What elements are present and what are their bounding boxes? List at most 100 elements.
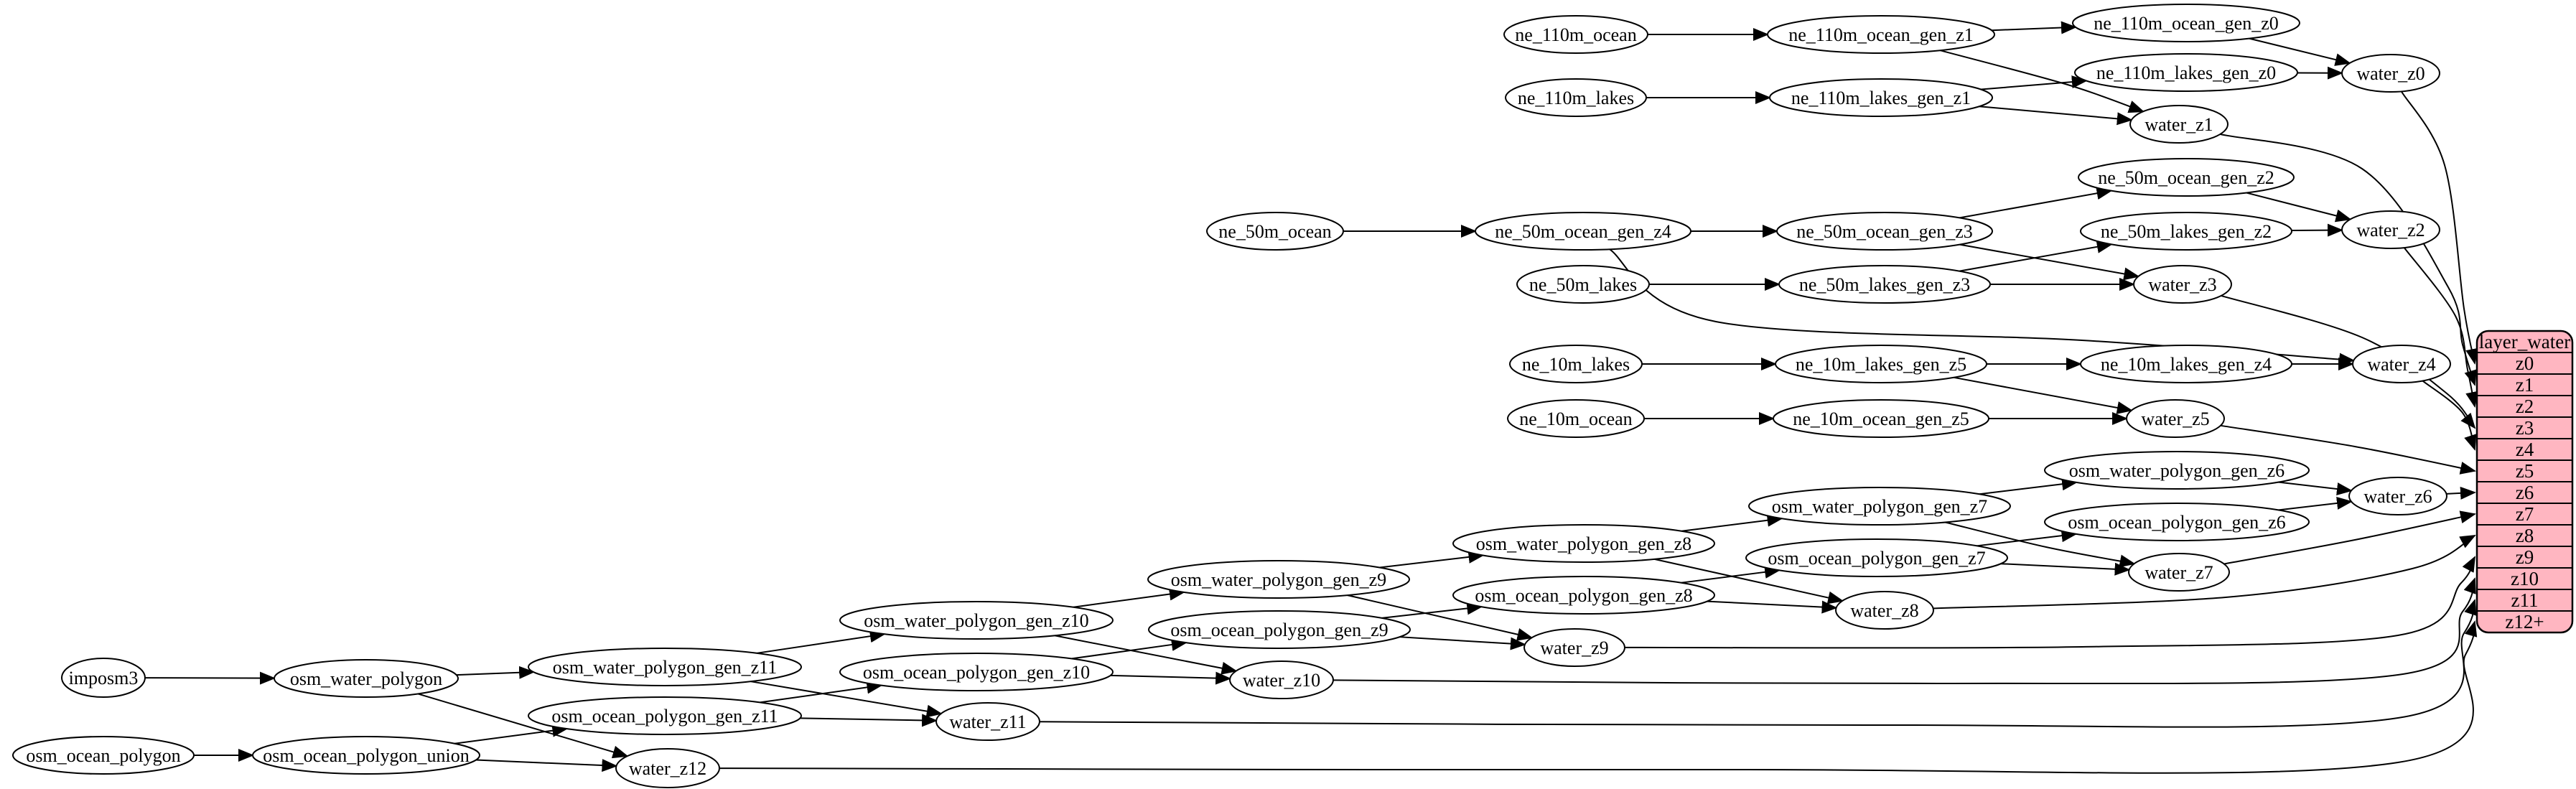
node-osm_water_polygon_gen_z11-label: osm_water_polygon_gen_z11 — [553, 657, 777, 678]
node-ne_10m_lakes_gen_z4-shape — [2080, 345, 2292, 383]
node-osm_ocean_polygon_gen_z8-label: osm_ocean_polygon_gen_z8 — [1475, 585, 1692, 606]
edge-osm_ocean_polygon_gen_z7-to-osm_ocean_polygon_gen_z6 — [1977, 529, 2078, 547]
node-ne_110m_ocean_gen_z1: ne_110m_ocean_gen_z1 — [1767, 15, 1995, 54]
edge-water_z4-to-layer-water-row-z4 — [2422, 380, 2477, 451]
edge-osm_ocean_polygon_union-to-osm_ocean_polygon_gen_z11 — [454, 724, 569, 744]
node-osm_water_polygon_gen_z6: osm_water_polygon_gen_z6 — [2044, 451, 2310, 490]
node-water_z5-label: water_z5 — [2141, 408, 2209, 429]
node-osm_water_polygon_gen_z10: osm_water_polygon_gen_z10 — [839, 601, 1114, 640]
edge-osm_water_polygon_gen_z7-to-water_z7 — [1945, 521, 2136, 568]
edge-osm_water_polygon_gen_z10-to-osm_water_polygon_gen_z9 — [1073, 587, 1185, 608]
node-water_z1: water_z1 — [2129, 105, 2229, 144]
edge-osm_ocean_polygon_gen_z10-to-osm_ocean_polygon_gen_z9 — [1071, 638, 1187, 660]
node-ne_50m_ocean_gen_z2-label: ne_50m_ocean_gen_z2 — [2098, 167, 2274, 188]
node-ne_50m_lakes_gen_z3: ne_50m_lakes_gen_z3 — [1778, 265, 1991, 304]
edge-water_z10-to-layer-water-row-z10 — [1333, 577, 2476, 685]
node-ne_50m_ocean-shape — [1206, 212, 1344, 251]
node-water_z8-shape — [1835, 591, 1934, 630]
node-ne_10m_lakes-shape — [1509, 345, 1643, 383]
layer-water-table: layer_waterz0z1z2z3z4z5z6z7z8z9z10z11z12… — [2475, 330, 2574, 634]
node-osm_ocean_polygon_gen_z7-shape — [1745, 538, 2008, 577]
edge-osm_water_polygon_gen_z7-to-osm_water_polygon_gen_z6 — [1979, 477, 2078, 495]
node-ne_10m_lakes-label: ne_10m_lakes — [1522, 354, 1630, 375]
edge-water_z9-to-layer-water-row-z9 — [1624, 556, 2475, 649]
edge-osm_ocean_polygon_gen_z9-to-osm_ocean_polygon_gen_z8 — [1381, 602, 1483, 619]
edge-osm_water_polygon_gen_z6-to-water_z6 — [2278, 481, 2353, 496]
node-osm_ocean_polygon_gen_z11-label: osm_ocean_polygon_gen_z11 — [551, 706, 778, 727]
node-osm_water_polygon_gen_z9-label: osm_water_polygon_gen_z9 — [1171, 569, 1386, 590]
node-water_z6-label: water_z6 — [2363, 486, 2432, 507]
node-ne_50m_ocean_gen_z3-shape — [1776, 212, 1993, 251]
edge-osm_water_polygon-to-osm_water_polygon_gen_z11 — [456, 666, 536, 679]
layer-water-row-z3: z3 — [2516, 417, 2534, 439]
node-osm_ocean_polygon_gen_z10-shape — [839, 653, 1114, 691]
node-water_z6-shape — [2348, 477, 2447, 515]
node-water_z11-shape — [935, 702, 1040, 741]
node-imposm3-shape — [61, 658, 146, 698]
node-water_z10: water_z10 — [1229, 660, 1334, 699]
node-ne_10m_lakes_gen_z5: ne_10m_lakes_gen_z5 — [1775, 345, 1987, 383]
node-osm_ocean_polygon-label: osm_ocean_polygon — [26, 745, 180, 766]
edge-water_z5-to-layer-water-row-z5 — [2220, 424, 2476, 475]
node-water_z12: water_z12 — [615, 748, 720, 788]
layer-water-row-z7: z7 — [2516, 503, 2534, 525]
node-ne_50m_lakes_gen_z2-shape — [2080, 212, 2292, 251]
edge-ne_110m_lakes_gen_z1-to-water_z1 — [1979, 106, 2133, 126]
node-ne_50m_lakes: ne_50m_lakes — [1516, 265, 1650, 304]
node-water_z2-label: water_z2 — [2356, 220, 2425, 241]
node-ne_10m_ocean-label: ne_10m_ocean — [1519, 408, 1632, 429]
node-water_z3-label: water_z3 — [2148, 274, 2216, 295]
node-osm_ocean_polygon_gen_z11-shape — [528, 696, 802, 735]
node-water_z5: water_z5 — [2126, 399, 2225, 438]
edge-osm_ocean_polygon_gen_z8-to-osm_ocean_polygon_gen_z7 — [1681, 565, 1781, 584]
edge-osm_ocean_polygon_gen_z9-to-water_z9 — [1399, 636, 1526, 650]
layer-water-row-z11: z11 — [2511, 589, 2539, 611]
node-osm_ocean_polygon_gen_z8: osm_ocean_polygon_gen_z8 — [1452, 576, 1715, 615]
node-ne_10m_ocean_gen_z5: ne_10m_ocean_gen_z5 — [1773, 399, 1989, 438]
node-ne_10m_ocean_gen_z5-label: ne_10m_ocean_gen_z5 — [1793, 408, 1969, 429]
edge-water_z0-to-layer-water-row-z0 — [2401, 90, 2478, 365]
node-water_z7-shape — [2128, 553, 2230, 592]
node-ne_50m_ocean_gen_z4: ne_50m_ocean_gen_z4 — [1475, 212, 1691, 251]
edge-osm_water_polygon_gen_z11-to-osm_water_polygon_gen_z10 — [757, 630, 886, 654]
edge-water_z11-to-layer-water-row-z11 — [1039, 599, 2477, 728]
node-ne_110m_lakes_gen_z1-label: ne_110m_lakes_gen_z1 — [1791, 88, 1971, 108]
edge-water_z2-to-layer-water-row-z2 — [2403, 247, 2478, 408]
edge-osm_water_polygon_gen_z8-to-osm_water_polygon_gen_z7 — [1681, 513, 1783, 532]
node-ne_50m_lakes-shape — [1516, 265, 1650, 304]
node-ne_110m_ocean-shape — [1503, 15, 1648, 54]
node-osm_water_polygon_gen_z8-shape — [1452, 524, 1715, 563]
node-ne_110m_lakes_gen_z0-label: ne_110m_lakes_gen_z0 — [2096, 62, 2276, 83]
layer-water-row-z4: z4 — [2516, 439, 2534, 460]
node-ne_110m_lakes: ne_110m_lakes — [1505, 78, 1647, 117]
edge-ne_50m_ocean_gen_z3-to-water_z3 — [1959, 243, 2140, 281]
node-osm_water_polygon_gen_z7-shape — [1748, 487, 2011, 526]
node-water_z5-shape — [2126, 399, 2225, 438]
node-water_z3: water_z3 — [2133, 265, 2232, 304]
node-ne_110m_ocean_gen_z0: ne_110m_ocean_gen_z0 — [2072, 4, 2300, 42]
edge-ne_110m_ocean_gen_z0-to-water_z0 — [2249, 37, 2351, 66]
node-ne_110m_ocean_gen_z0-label: ne_110m_ocean_gen_z0 — [2094, 13, 2279, 34]
node-ne_10m_lakes_gen_z5-shape — [1775, 345, 1987, 383]
node-water_z9-label: water_z9 — [1540, 638, 1608, 658]
node-osm_water_polygon: osm_water_polygon — [274, 659, 459, 698]
node-ne_10m_ocean_gen_z5-shape — [1773, 399, 1989, 438]
edge-ne_50m_ocean_gen_z3-to-ne_50m_ocean_gen_z2 — [1959, 187, 2113, 219]
edge-water_z7-to-layer-water-row-z7 — [2223, 510, 2476, 565]
node-water_z8-label: water_z8 — [1850, 600, 1918, 621]
node-water_z12-label: water_z12 — [629, 758, 706, 779]
node-osm_water_polygon_gen_z9: osm_water_polygon_gen_z9 — [1147, 560, 1410, 599]
node-water_z0: water_z0 — [2341, 54, 2440, 93]
node-water_z4: water_z4 — [2352, 345, 2451, 383]
edge-ne_110m_ocean_gen_z1-to-ne_110m_ocean_gen_z0 — [1991, 21, 2077, 34]
layer-water-row-z9: z9 — [2516, 546, 2534, 568]
node-water_z0-label: water_z0 — [2356, 63, 2425, 84]
edge-water_z8-to-layer-water-row-z8 — [1933, 535, 2476, 610]
node-water_z7-label: water_z7 — [2145, 562, 2213, 583]
node-ne_50m_ocean: ne_50m_ocean — [1206, 212, 1344, 251]
node-ne_50m_ocean_gen_z2: ne_50m_ocean_gen_z2 — [2078, 158, 2295, 197]
node-water_z12-shape — [615, 748, 720, 788]
node-osm_ocean_polygon-shape — [12, 736, 195, 775]
node-water_z4-label: water_z4 — [2367, 354, 2435, 375]
node-water_z7: water_z7 — [2128, 553, 2230, 592]
